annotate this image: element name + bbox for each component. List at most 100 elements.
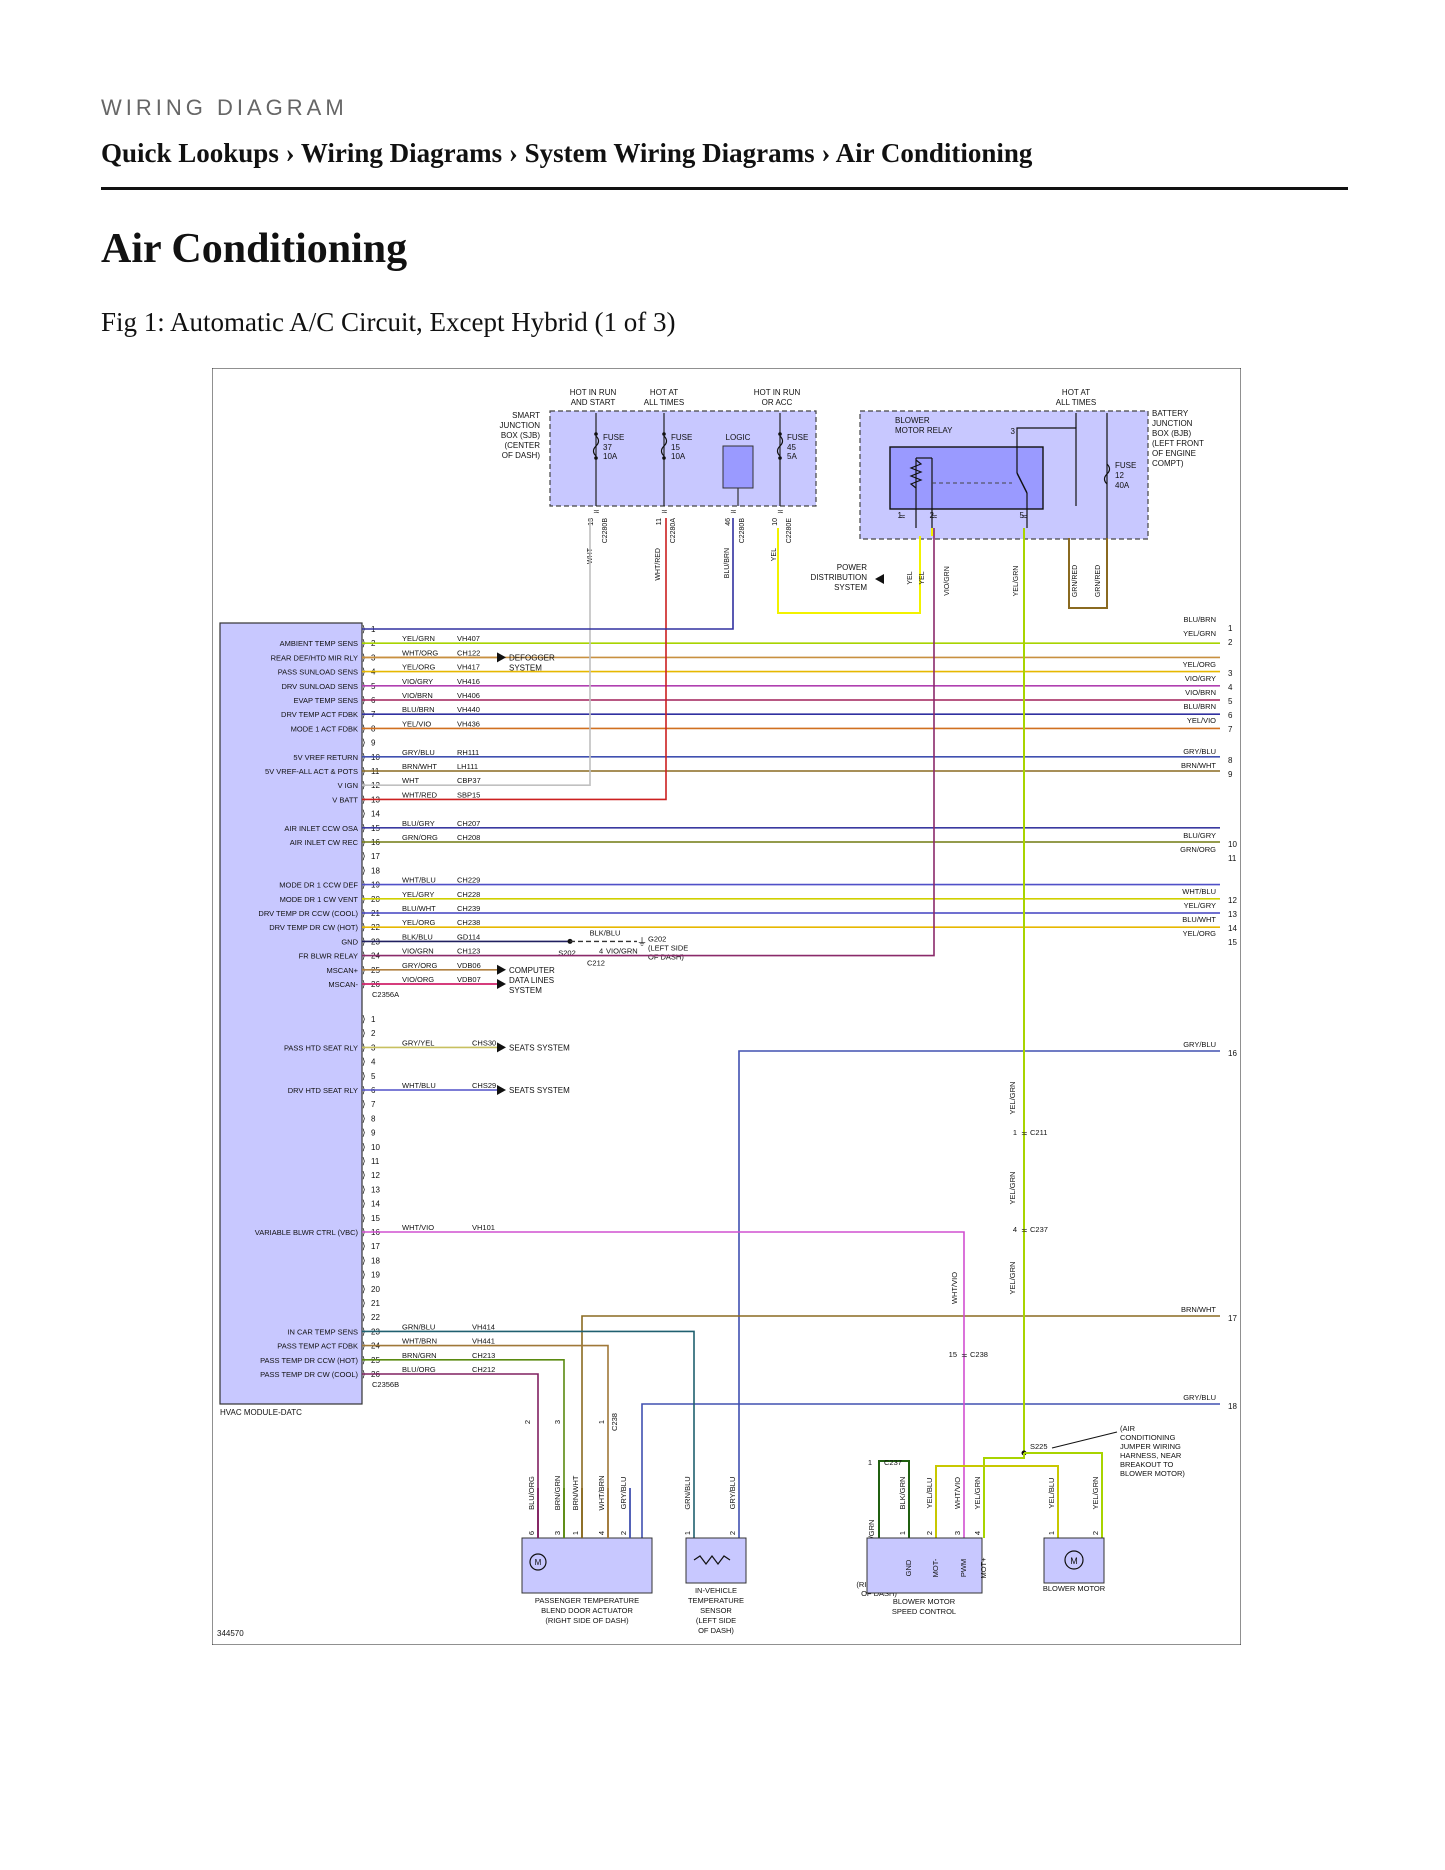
pin-connector-icon: ⟩ (362, 1213, 366, 1223)
pin-number: 1 (683, 1531, 692, 1535)
pin-connector-icon: ≍ (899, 512, 906, 521)
pin-connector-icon: ⟩ (362, 1113, 366, 1123)
wire-grn-blu (362, 1330, 695, 1538)
wire-color-label: WHT/BRN (597, 1476, 606, 1511)
relay-label: MOTOR RELAY (895, 426, 953, 435)
pin-number: 1 (1013, 1128, 1017, 1137)
circuit-label: CH213 (472, 1351, 495, 1360)
circuit-label: SBP15 (457, 790, 480, 799)
arrow-icon (497, 964, 506, 975)
breadcrumb-air-conditioning[interactable]: Air Conditioning (835, 138, 1033, 168)
seats-system-label: SEATS SYSTEM (509, 1043, 570, 1052)
wire-blk-grn (878, 1460, 910, 1556)
continuation-number: 15 (1228, 938, 1237, 947)
circuit-label: VH407 (457, 634, 480, 643)
fuse-number: 12 (1115, 471, 1124, 480)
s225-note: (AIR (1120, 1424, 1136, 1433)
relay-label: BLOWER (895, 416, 930, 425)
wire-color-label: GRY/ORG (402, 961, 437, 970)
fuse-amperage: 5A (787, 452, 797, 461)
pin-connector-icon: ≍ (961, 1351, 968, 1360)
breadcrumb-system-wiring-diagrams[interactable]: System Wiring Diagrams (524, 138, 815, 168)
pin-number: 20 (371, 1285, 380, 1294)
pin-number: 4 (973, 1531, 982, 1535)
breadcrumb-wiring-diagrams[interactable]: Wiring Diagrams (300, 138, 503, 168)
wire-color-label: GRN/RED (1095, 565, 1102, 597)
wire-color-label: YEL (771, 548, 778, 561)
pin-number: 1 (868, 1458, 872, 1467)
circuit-label: VH416 (457, 677, 480, 686)
pin-connector-icon: ⟩ (362, 1014, 366, 1024)
wire-color-label: BLK/GRN (867, 1520, 876, 1553)
circuit-label: CH207 (457, 819, 480, 828)
pin-number: 1 (571, 1531, 580, 1535)
fuse-amperage: 40A (1115, 481, 1130, 490)
wire-color-label: WHT/BLU (402, 1081, 436, 1090)
wire-color-label: VIO/BRN (402, 691, 433, 700)
component-label: BLOWER MOTOR (1043, 1584, 1106, 1593)
pin-number: 5 (1020, 511, 1025, 520)
computer-data-label: DATA LINES (509, 976, 554, 985)
breadcrumb-quick-lookups[interactable]: Quick Lookups (101, 138, 279, 168)
continuation-color: BRN/WHT (1181, 761, 1216, 770)
wire-color-label: BLU/BRN (402, 705, 435, 714)
pin-number: 2 (1091, 1531, 1100, 1535)
fuse-icon (660, 435, 668, 457)
pin-number: 1 (898, 1531, 907, 1535)
wire-yel (777, 528, 921, 614)
fuse-icon (1103, 463, 1111, 485)
pin-number: 10 (772, 518, 779, 526)
wire-color-label: GRN/RED (1072, 565, 1079, 597)
fuse-label: FUSE (603, 433, 624, 442)
fuse-amperage: 10A (603, 452, 618, 461)
fuse-icon (776, 435, 784, 457)
circuit-label: CH229 (457, 876, 480, 885)
circuit-label: VDB07 (457, 975, 481, 984)
pin-connector-icon: ⟩ (362, 1298, 366, 1308)
connector-name: C2280B (602, 518, 609, 544)
wire-color-label: WHT/VIO (950, 1272, 959, 1304)
wire-color-label: BRN/GRN (553, 1476, 562, 1511)
wire-color-label: VIO/GRN (944, 566, 951, 596)
pin-function-label: DRV TEMP ACT FDBK (281, 710, 358, 719)
circuit-label: CBP37 (457, 776, 481, 785)
pin-number: 9 (371, 739, 376, 748)
breadcrumb-separator: › (285, 138, 295, 168)
wire-color-label: WHT/BLU (402, 876, 436, 885)
pin-number: 1 (898, 511, 903, 520)
bjb-label: OF ENGINE (1152, 449, 1196, 458)
pin-number: 11 (656, 518, 663, 525)
circuit-label: CHS29 (472, 1081, 496, 1090)
pin-connector-icon: ⟩ (362, 1128, 366, 1138)
pin-number: 46 (725, 518, 732, 526)
blend-actuator-box (521, 1537, 653, 1594)
power-distribution-label: SYSTEM (834, 583, 867, 592)
wire-color-label: YEL/GRN (1008, 1082, 1017, 1115)
pin-number: 4 (597, 1531, 606, 1535)
circuit-label: CH208 (457, 833, 480, 842)
pin-function-label: PASS HTD SEAT RLY (284, 1043, 358, 1052)
connector-name: C2356B (372, 1380, 399, 1389)
fuse-label: FUSE (671, 433, 692, 442)
pin-function-label: DRV SUNLOAD SENS (281, 682, 358, 691)
pin-function-label: MSCAN- (328, 980, 358, 989)
wire-color-label: BLK/BLU (590, 928, 621, 937)
pin-number: 15 (371, 1214, 380, 1223)
pin-function-label: DRV TEMP DR CCW (COOL) (258, 909, 358, 918)
connector-name: C238 (970, 1350, 988, 1359)
connector-name: C2356A (372, 990, 399, 999)
pin-connector-icon: ⟩ (362, 1170, 366, 1180)
continuation-number: 7 (1228, 725, 1233, 734)
wire-wht-brn (362, 1344, 609, 1538)
defogger-label: SYSTEM (509, 663, 542, 672)
wire-color-label: BLU/ORG (402, 1365, 436, 1374)
fuse-number: 45 (787, 443, 796, 452)
pin-number: 2 (925, 1531, 934, 1535)
pin-number: 10 (371, 1143, 380, 1152)
wire-vio-grn (362, 528, 935, 957)
component-label: IN-VEHICLE (695, 1586, 737, 1595)
relay-supply (1016, 427, 1077, 506)
computer-data-label: SYSTEM (509, 986, 542, 995)
pin-function-label: 5V VREF-ALL ACT & POTS (265, 767, 358, 776)
wire-brn-wht (581, 1315, 1220, 1538)
